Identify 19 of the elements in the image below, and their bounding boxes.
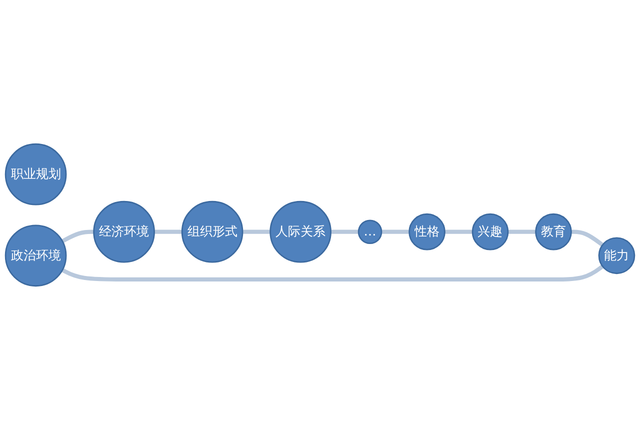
connector [571, 230, 604, 247]
connector [382, 230, 410, 234]
connector [330, 230, 359, 234]
connector [242, 230, 270, 234]
connector [61, 230, 94, 244]
node-circle: 人际关系 [270, 200, 332, 263]
node-circle: 职业规划 [4, 143, 67, 206]
node-circle: 能力 [598, 237, 636, 274]
connector [154, 230, 182, 234]
connector [444, 230, 473, 234]
node-circle: 政治环境 [4, 224, 67, 287]
node-circle: … [358, 220, 382, 244]
connector [508, 230, 536, 234]
node-circle: 教育 [535, 213, 572, 250]
node-circle: 兴趣 [472, 213, 509, 250]
node-circle: 性格 [408, 213, 446, 250]
node-circle: 经济环境 [93, 200, 155, 263]
connector [61, 264, 604, 282]
node-circle: 组织形式 [181, 200, 244, 263]
